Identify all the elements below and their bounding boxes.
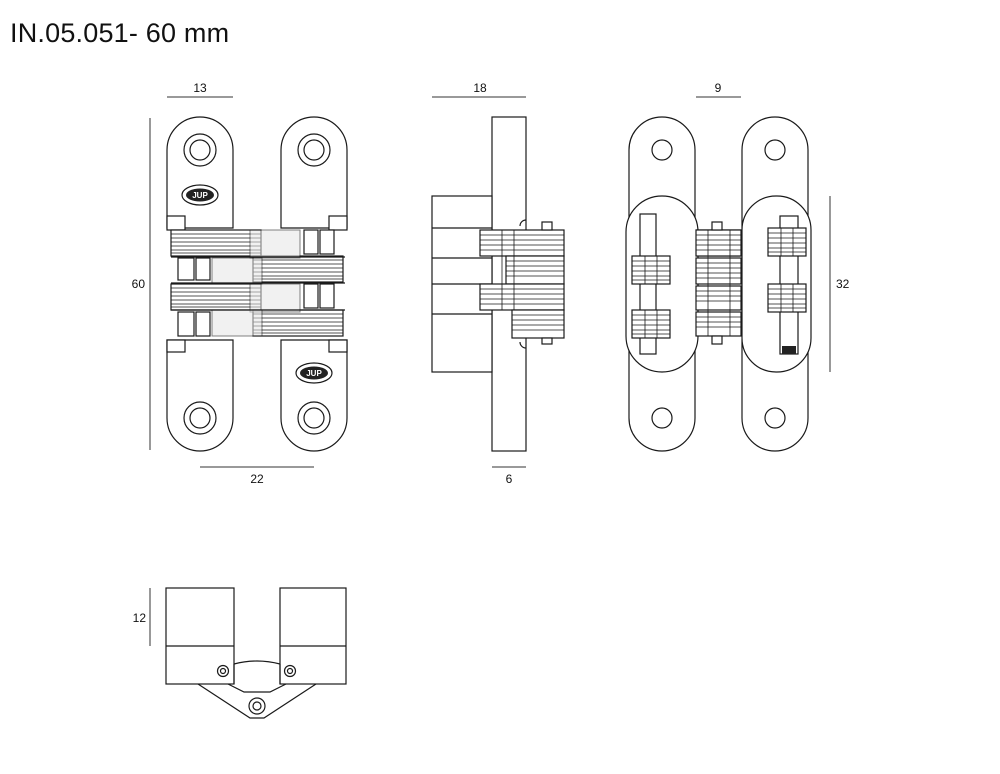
back-view bbox=[625, 116, 812, 452]
page-title: IN.05.051- 60 mm bbox=[10, 18, 230, 48]
logo-text: JUP bbox=[192, 191, 208, 200]
dim-side-top-depth: 18 bbox=[473, 81, 487, 95]
logo-badge-top: JUP bbox=[181, 184, 219, 206]
dim-front-height: 60 bbox=[132, 277, 146, 291]
logo-badge-bottom: JUP bbox=[295, 362, 333, 384]
dim-side-bottom-thickness: 6 bbox=[506, 472, 513, 486]
logo-text-2: JUP bbox=[306, 369, 322, 378]
dim-front-bottom-width: 22 bbox=[250, 472, 264, 486]
side-view bbox=[431, 116, 565, 452]
dim-bottom-view-height: 12 bbox=[133, 611, 147, 625]
front-view: JUP JUP bbox=[166, 116, 348, 452]
dim-front-top-width: 13 bbox=[193, 81, 207, 95]
dim-back-body-height: 32 bbox=[836, 277, 850, 291]
dim-back-top-width: 9 bbox=[715, 81, 722, 95]
bottom-view bbox=[165, 587, 347, 719]
